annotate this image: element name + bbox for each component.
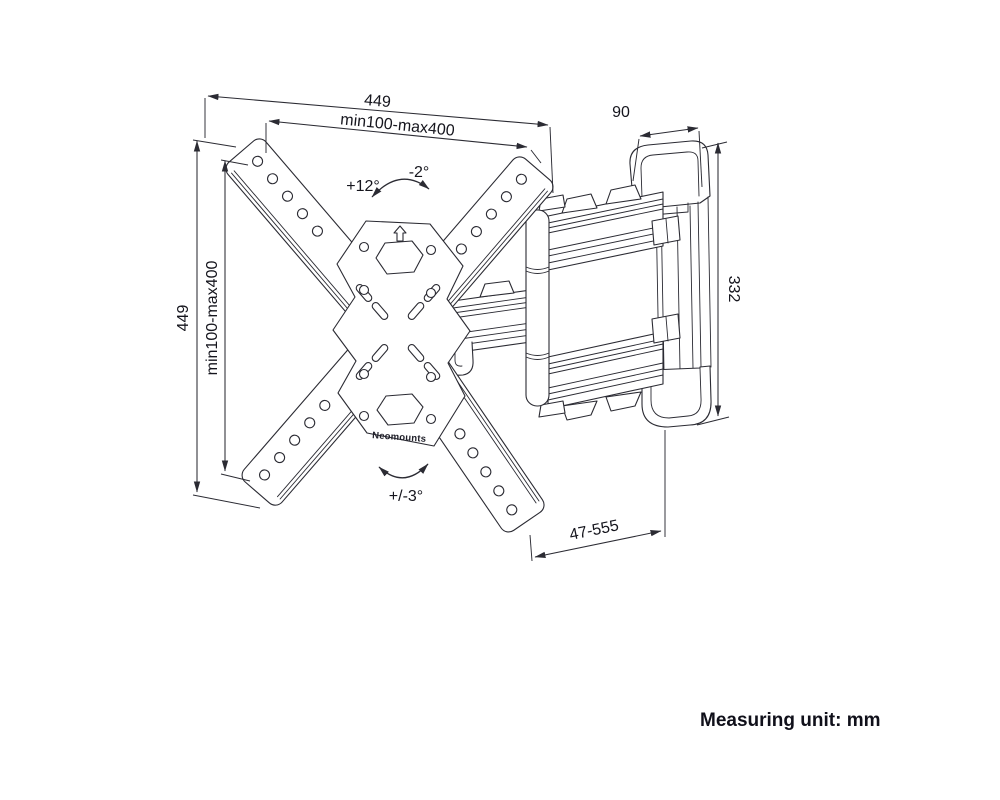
rail-wall-clamps	[651, 215, 681, 344]
tilt-up-angle-label: +12°	[346, 178, 380, 195]
vesa-center-plate: Neomounts	[332, 220, 471, 447]
brand-label: Neomounts	[372, 430, 427, 445]
dim-wall-plate-height-label: 332	[725, 276, 742, 303]
wall-plate-top-hook	[629, 140, 711, 208]
up-arrow-icon	[393, 225, 407, 242]
dim-wall-plate-depth-label: 90	[612, 104, 630, 121]
measuring-unit-note: Measuring unit: mm	[700, 710, 881, 731]
dim-left-vesa-height-label: min100-max400	[204, 261, 221, 376]
hex-cutout-bottom	[376, 393, 424, 426]
tilt-down-angle-label: -2°	[409, 164, 430, 181]
articulating-arm	[445, 184, 664, 421]
dim-top-overall-width-label: 449	[363, 92, 391, 111]
dim-left-overall-height-label: 449	[175, 305, 192, 332]
swivel-angle-label: +/-3°	[389, 488, 423, 505]
hinge-column	[525, 194, 566, 418]
dim-extension-range-label: 47-555	[568, 517, 620, 544]
hex-cutout-top	[375, 240, 424, 275]
plate-holes	[358, 241, 437, 425]
tilt-arc-arrow-icon	[371, 178, 430, 198]
swivel-arc-arrow-icon	[378, 463, 429, 479]
